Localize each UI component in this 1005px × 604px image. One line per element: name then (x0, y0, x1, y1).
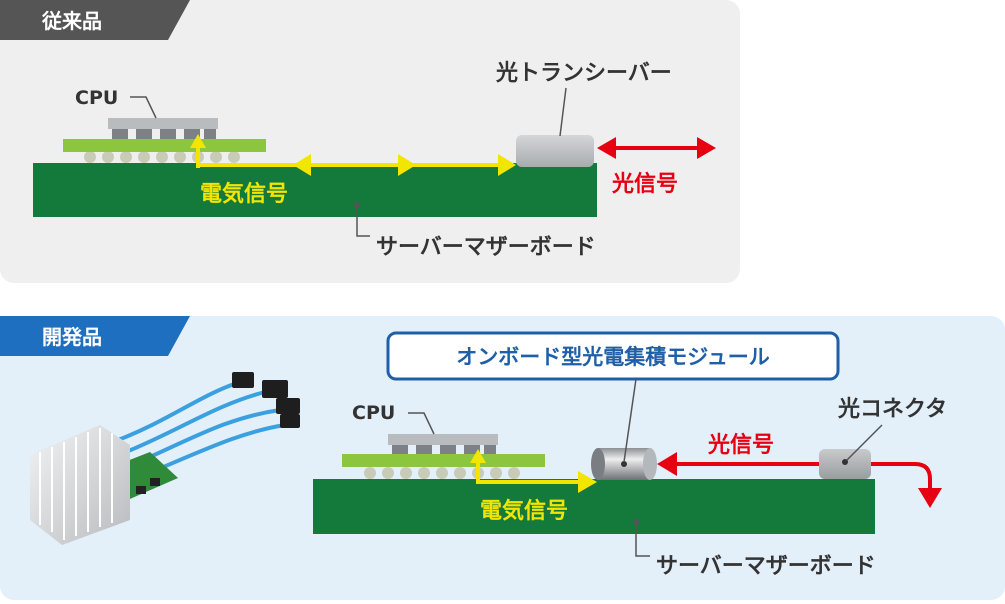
conventional-cpu-substrate (63, 139, 266, 152)
developed-cpu-substrate (342, 454, 545, 467)
conventional-transceiver-label: 光トランシーバー (495, 61, 672, 86)
conventional-tag-bg (0, 0, 190, 40)
onboard-optoelectronic-module (591, 448, 657, 480)
conventional-electric-arrow-right (398, 154, 416, 176)
developed-electric-signal-label: 電気信号 (480, 498, 568, 524)
optical-connector-dot (842, 459, 848, 465)
conventional-electric-signal-label: 電気信号 (200, 181, 288, 207)
developed-optical-signal-label: 光信号 (707, 432, 774, 458)
module-chip-a (150, 478, 160, 486)
conventional-electric-arrow-up (190, 134, 206, 148)
developed-tag-bg (0, 316, 190, 356)
module-fiber-connectors (232, 372, 300, 428)
conventional-optical-signal-arrow (597, 137, 716, 159)
developed-solder-balls (364, 467, 520, 479)
module-callout-text: オンボード型光電集積モジュール (456, 345, 770, 369)
conventional-motherboard (33, 163, 597, 217)
developed-tag: 開発品 (42, 325, 102, 349)
module-heatsink-fins (39, 428, 113, 540)
conventional-motherboard-leader (356, 205, 370, 237)
optical-connector-label: 光コネクタ (837, 397, 947, 422)
conventional-electric-arrow-left (293, 154, 311, 176)
conventional-cpu-die (108, 118, 218, 129)
conventional-motherboard-leader-dot (354, 202, 360, 208)
developed-motherboard-label: サーバーマザーボード (656, 554, 876, 579)
conventional-tag: 従来品 (41, 9, 102, 33)
developed-motherboard-leader (635, 522, 650, 557)
developed-cpu-bumps (392, 445, 496, 454)
module-callout-leader (623, 378, 637, 463)
conventional-transceiver (516, 135, 594, 167)
conventional-transceiver-leader (559, 87, 567, 137)
module-chip-b (136, 486, 146, 494)
optical-connector-leader (846, 424, 883, 461)
developed-cpu-leader (408, 412, 435, 435)
developed-motherboard (313, 479, 875, 534)
developed-motherboard-leader-dot (633, 519, 639, 525)
conventional-motherboard-label: サーバーマザーボード (376, 235, 596, 260)
developed-optical-signal-arrow (657, 452, 942, 508)
module-callout: オンボード型光電集積モジュール (386, 331, 840, 463)
developed-electric-arrow-up (470, 449, 486, 463)
module-callout-box (386, 331, 840, 381)
module-heatsink (30, 425, 130, 545)
conventional-cpu-bumps (112, 129, 216, 139)
developed-cpu-die (388, 434, 498, 445)
conventional-solder-balls (84, 151, 240, 163)
developed-electric-signal-path (470, 449, 597, 493)
conventional-electric-arrow-end (498, 154, 516, 176)
conventional-cpu-leader (130, 96, 157, 119)
conventional-electric-signal-path (190, 134, 516, 176)
module-illustration (30, 372, 300, 545)
developed-electric-arrow-right (578, 471, 597, 493)
conventional-panel: 従来品 CPU 光トランシーバー (0, 0, 740, 283)
conventional-cpu-label: CPU (75, 87, 118, 109)
developed-panel: 開発品 (0, 316, 1005, 600)
developed-cpu-label: CPU (352, 402, 395, 424)
conventional-optical-signal-label: 光信号 (611, 171, 678, 197)
